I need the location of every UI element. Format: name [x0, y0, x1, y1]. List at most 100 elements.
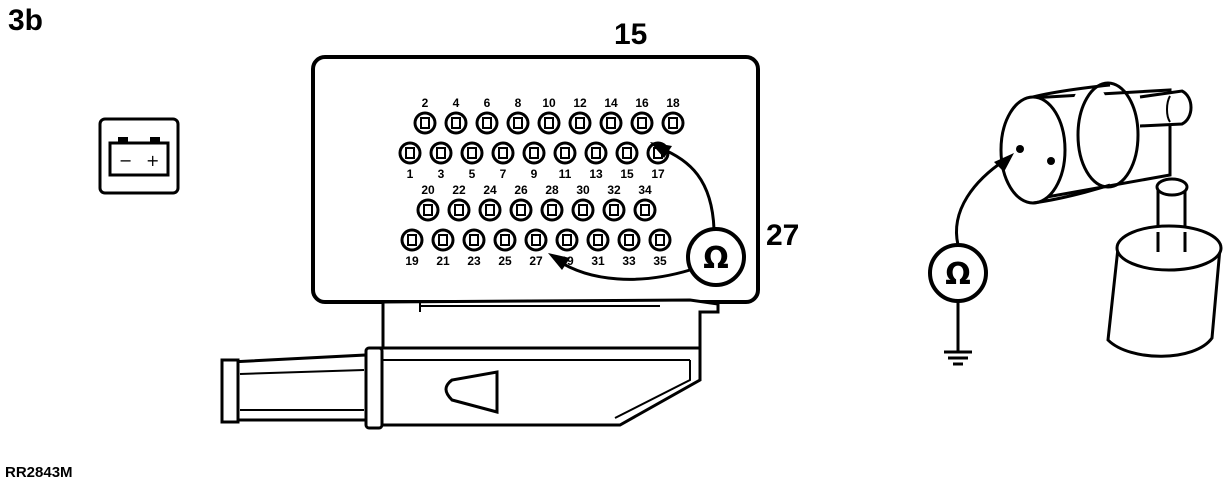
pin-29	[555, 228, 579, 252]
pin-number-label: 26	[514, 183, 528, 197]
pin-callout: 27	[766, 219, 799, 252]
ohm-icon: Ω	[703, 241, 729, 276]
image-code: RR2843M	[5, 464, 73, 481]
component-icon	[999, 81, 1193, 205]
pin-number-label: 14	[604, 96, 618, 110]
pin-20	[416, 198, 440, 222]
pin-25	[493, 228, 517, 252]
pin-number-label: 4	[453, 96, 460, 110]
pin-28	[540, 198, 564, 222]
pin-number-label: 33	[622, 254, 636, 268]
pin-number-label: 10	[542, 96, 556, 110]
pin-socket	[500, 234, 510, 246]
pin-32	[602, 198, 626, 222]
pin-35	[648, 228, 672, 252]
pin-number-label: 16	[635, 96, 649, 110]
pin-13	[584, 141, 608, 165]
pin-socket	[405, 147, 415, 159]
pin-number-label: 8	[515, 96, 522, 110]
pin-7	[491, 141, 515, 165]
pin-number-label: 24	[483, 183, 497, 197]
pin-number-label: 23	[467, 254, 481, 268]
ohmmeter-connector: Ω	[548, 142, 746, 287]
pin-21	[431, 228, 455, 252]
pin-27	[524, 228, 548, 252]
pin-number-label: 28	[545, 183, 559, 197]
pin-socket	[482, 117, 492, 129]
battery-plus: +	[146, 151, 159, 170]
pin-socket	[655, 234, 665, 246]
pin-number-label: 17	[651, 167, 665, 181]
pin-socket	[498, 147, 508, 159]
pin-30	[571, 198, 595, 222]
pin-number-label: 7	[500, 167, 507, 181]
pin-socket	[575, 117, 585, 129]
pin-number-label: 32	[607, 183, 621, 197]
pin-16	[630, 111, 654, 135]
pin-12	[568, 111, 592, 135]
pin-1	[398, 141, 422, 165]
pin-number-label: 5	[469, 167, 476, 181]
pin-socket	[467, 147, 477, 159]
pin-socket	[562, 234, 572, 246]
pin-socket	[423, 204, 433, 216]
pin-number-label: 31	[591, 254, 605, 268]
pin-socket	[451, 117, 461, 129]
pin-number-label: 9	[531, 167, 538, 181]
pin-number-label: 22	[452, 183, 466, 197]
pin-number-label: 19	[405, 254, 419, 268]
pin-number-label: 2	[422, 96, 429, 110]
pin-10	[537, 111, 561, 135]
battery-minus: −	[119, 151, 132, 170]
pin-socket	[578, 204, 588, 216]
pin-8	[506, 111, 530, 135]
pin-number-label: 1	[407, 167, 414, 181]
pin-socket	[668, 117, 678, 129]
pin-socket	[529, 147, 539, 159]
pin-number-label: 12	[573, 96, 587, 110]
pin-number-label: 30	[576, 183, 590, 197]
pin-socket	[485, 204, 495, 216]
pin-socket	[637, 117, 647, 129]
pin-number-label: 11	[559, 167, 572, 181]
pin-number-label: 13	[589, 167, 603, 181]
pin-number-label: 35	[653, 254, 667, 268]
pin-socket	[469, 234, 479, 246]
pin-number-label: 6	[484, 96, 491, 110]
pin-socket	[624, 234, 634, 246]
pin-socket	[560, 147, 570, 159]
pin-socket	[454, 204, 464, 216]
pin-socket	[531, 234, 541, 246]
pin-33	[617, 228, 641, 252]
pin-socket	[606, 117, 616, 129]
pin-23	[462, 228, 486, 252]
battery-icon: − +	[98, 117, 180, 195]
pin-socket	[420, 117, 430, 129]
ohmmeter-ground: Ω	[928, 153, 1014, 366]
pin-number-label: 20	[421, 183, 435, 197]
pin-31	[586, 228, 610, 252]
pin-socket	[544, 117, 554, 129]
pin-9	[522, 141, 546, 165]
pin-11	[553, 141, 577, 165]
pin-socket	[407, 234, 417, 246]
pin-socket	[609, 204, 619, 216]
pin-socket	[640, 204, 650, 216]
pin-number-label: 34	[638, 183, 652, 197]
pin-socket	[591, 147, 601, 159]
ohm-icon-2: Ω	[945, 257, 971, 292]
pin-socket	[622, 147, 632, 159]
pin-socket	[513, 117, 523, 129]
pin-3	[429, 141, 453, 165]
pin-26	[509, 198, 533, 222]
pin-24	[478, 198, 502, 222]
pin-socket	[438, 234, 448, 246]
connector-label: 15	[614, 18, 647, 51]
figure-label: 3b	[8, 4, 43, 37]
pin-number-label: 3	[438, 167, 445, 181]
pin-19	[400, 228, 424, 252]
pin-14	[599, 111, 623, 135]
pin-number-label: 18	[666, 96, 680, 110]
